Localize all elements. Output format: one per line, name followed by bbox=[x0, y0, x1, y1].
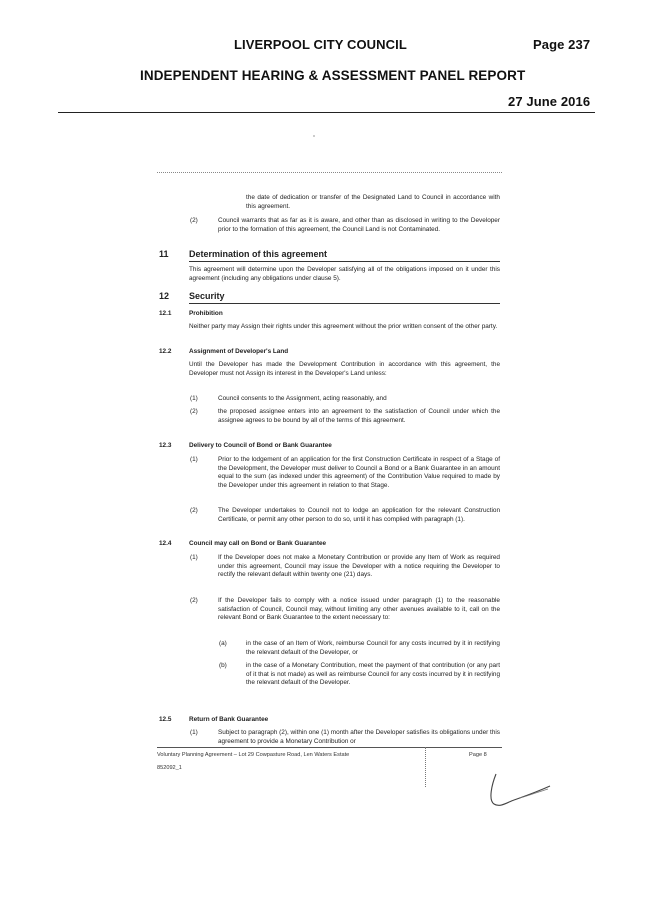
report-date: 27 June 2016 bbox=[508, 94, 591, 109]
list-item: Council consents to the Assignment, acti… bbox=[218, 395, 387, 402]
section-heading: Security bbox=[189, 291, 225, 301]
list-item: If the Developer fails to comply with a … bbox=[218, 597, 500, 622]
subsection-number: 12.5 bbox=[159, 716, 172, 723]
item-number: (2) bbox=[190, 408, 198, 415]
subsection-paragraph: Until the Developer has made the Develop… bbox=[189, 361, 500, 377]
signature-scribble bbox=[490, 773, 551, 806]
list-item: the proposed assignee enters into an agr… bbox=[218, 408, 500, 424]
section-rule bbox=[189, 303, 500, 304]
page-number: Page 237 bbox=[533, 37, 591, 52]
report-title: INDEPENDENT HEARING & ASSESSMENT PANEL R… bbox=[140, 68, 526, 83]
scan-speck bbox=[313, 135, 315, 137]
list-item: The Developer undertakes to Council not … bbox=[218, 507, 500, 523]
council-name: LIVERPOOL CITY COUNCIL bbox=[234, 37, 407, 52]
section-heading: Determination of this agreement bbox=[189, 249, 328, 259]
section-number: 12 bbox=[159, 291, 170, 301]
footer-reference: 852092_1 bbox=[157, 765, 182, 771]
list-item: Subject to paragraph (2), within one (1)… bbox=[218, 729, 500, 745]
sub-list-item: in the case of an Item of Work, reimburs… bbox=[246, 640, 500, 656]
item-number: (2) bbox=[190, 217, 198, 224]
subsection-number: 12.1 bbox=[159, 310, 172, 317]
item-letter: (b) bbox=[219, 662, 227, 669]
subsection-number: 12.4 bbox=[159, 540, 172, 547]
warranty-paragraph: Council warrants that as far as it is aw… bbox=[218, 217, 500, 233]
subsection-heading: Assignment of Developer's Land bbox=[189, 348, 289, 355]
item-number: (2) bbox=[190, 597, 198, 604]
subsection-number: 12.2 bbox=[159, 348, 172, 355]
item-number: (1) bbox=[190, 554, 198, 561]
subsection-heading: Return of Bank Guarantee bbox=[189, 716, 269, 723]
footer-page-number: Page 8 bbox=[469, 752, 487, 758]
item-number: (1) bbox=[190, 729, 198, 736]
item-letter: (a) bbox=[219, 640, 227, 647]
list-item: Prior to the lodgement of an application… bbox=[218, 456, 500, 489]
subsection-paragraph: Neither party may Assign their rights un… bbox=[189, 323, 498, 330]
item-number: (1) bbox=[190, 395, 198, 402]
footer-title: Voluntary Planning Agreement – Lot 29 Co… bbox=[157, 752, 350, 758]
section-rule bbox=[189, 261, 500, 262]
header-rule bbox=[58, 112, 595, 113]
subsection-heading: Council may call on Bond or Bank Guarant… bbox=[189, 540, 327, 547]
footer-rule bbox=[157, 747, 502, 748]
continued-paragraph: the date of dedication or transfer of th… bbox=[246, 194, 500, 210]
subsection-number: 12.3 bbox=[159, 442, 172, 449]
subsection-heading: Prohibition bbox=[189, 310, 223, 317]
footer-divider bbox=[425, 747, 426, 787]
list-item: If the Developer does not make a Monetar… bbox=[218, 554, 500, 579]
subsection-heading: Delivery to Council of Bond or Bank Guar… bbox=[189, 442, 332, 449]
item-number: (2) bbox=[190, 507, 198, 514]
embedded-page-top-rule bbox=[157, 172, 502, 173]
sub-list-item: in the case of a Monetary Contribution, … bbox=[246, 662, 500, 687]
item-number: (1) bbox=[190, 456, 198, 463]
section-number: 11 bbox=[159, 249, 169, 259]
section-paragraph: This agreement will determine upon the D… bbox=[189, 266, 500, 282]
